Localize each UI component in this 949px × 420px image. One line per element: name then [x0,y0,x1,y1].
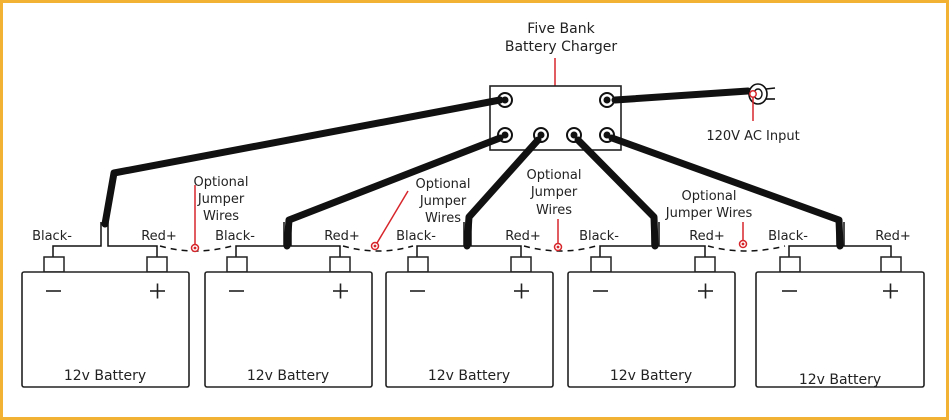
jumper-callout-1: Optional Jumper Wires [190,175,249,253]
jumper-wire-4 [707,245,786,252]
plus-icon [698,283,713,299]
ac-power-cord [611,87,752,104]
cable-bank-2 [283,134,504,250]
red-positive-label: Red+ [875,229,911,244]
black-negative-label: Black- [579,229,619,244]
charger-posts [497,92,615,143]
battery-label: 12v Battery [247,368,329,384]
jumper-label-line: Wires [425,211,461,226]
jumper-label-line: Optional [194,175,249,190]
plus-icon [150,283,165,299]
black-wire [235,222,285,258]
positive-terminal [880,256,902,273]
jumper-wire-2 [342,245,414,252]
negative-terminal [407,256,429,273]
negative-terminal [779,256,801,273]
battery-case [567,271,736,388]
black-negative-label: Black- [32,229,72,244]
red-positive-label: Red+ [141,229,177,244]
negative-terminal [43,256,65,273]
red-wire [470,222,522,258]
negative-terminal [226,256,248,273]
battery-label: 12v Battery [428,368,510,384]
jumper-label-line: Optional [682,189,737,204]
black-wire [416,222,465,258]
black-negative-label: Black- [768,229,808,244]
battery-charger: Five Bank Battery Charger [489,21,622,151]
ac-input-plug: 120V AC Input [611,83,800,144]
optional-jumpers: Optional Jumper Wires Optional Jumper Wi… [159,168,786,253]
red-wire [107,222,158,258]
jumper-label-line: Jumper [530,185,578,200]
cable-bank-5 [608,134,844,250]
plus-icon [333,283,348,299]
battery-label: 12v Battery [799,372,881,388]
charger-cables [101,96,844,250]
jumper-label-line: Jumper [197,192,245,207]
battery-case [204,271,373,388]
ac-input-label: 120V AC Input [706,129,799,144]
jumper-label-line: Optional [416,177,471,192]
plus-icon [883,283,898,299]
charger-title-line1: Five Bank [527,21,595,37]
battery-4: Black- Red+ 12v Battery [567,222,736,388]
plus-icon [514,283,529,299]
negative-terminal [590,256,612,273]
red-wire [290,222,341,258]
battery-1: Black- Red+ 12v Battery [21,222,190,388]
cable-bank-3 [463,136,542,250]
charger-title-line2: Battery Charger [505,39,618,55]
positive-terminal [146,256,168,273]
red-positive-label: Red+ [505,229,541,244]
red-wire [843,222,892,258]
battery-2: Black- Red+ 12v Battery [204,222,373,388]
battery-3: Black- Red+ 12v Battery [385,222,554,388]
jumper-callout-4: Optional Jumper Wires [665,189,753,249]
cable-bank-4 [574,136,659,250]
positive-terminal [329,256,351,273]
black-wire [599,222,653,258]
jumper-wire-3 [523,245,597,252]
cable-bank-1 [101,96,504,228]
jumper-label-line: Jumper Wires [665,206,753,221]
black-wire [788,222,838,258]
battery-label: 12v Battery [610,368,692,384]
positive-terminal [510,256,532,273]
jumper-callout-3: Optional Jumper Wires [527,168,582,252]
battery-label: 12v Battery [64,368,146,384]
jumper-label-line: Jumper [419,194,467,209]
red-wire [658,222,706,258]
red-positive-label: Red+ [689,229,725,244]
battery-case [21,271,190,388]
red-positive-label: Red+ [324,229,360,244]
jumper-label-line: Wires [536,203,572,218]
battery-case [755,271,925,388]
black-negative-label: Black- [215,229,255,244]
positive-terminal [694,256,716,273]
battery-5: Black- Red+ 12v Battery [755,222,925,388]
jumper-label-line: Wires [203,209,239,224]
jumper-label-line: Optional [527,168,582,183]
jumper-callout-2: Optional Jumper Wires [370,177,471,251]
black-negative-label: Black- [396,229,436,244]
battery-case [385,271,554,388]
black-wire [52,222,102,258]
